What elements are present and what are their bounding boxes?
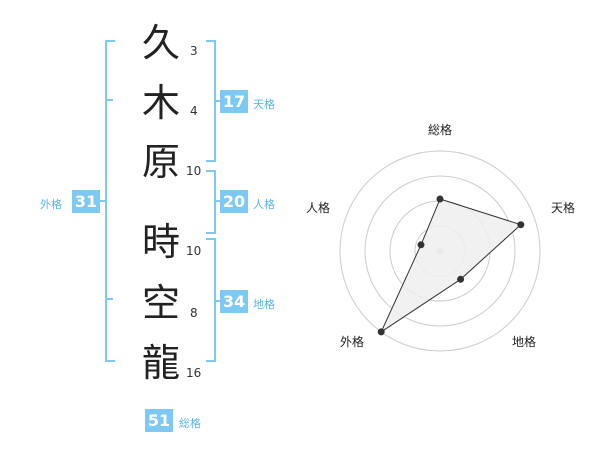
name-char-3: 原 — [141, 140, 180, 184]
gaikaku-bracket — [105, 40, 115, 362]
stroke-count-1: 3 — [190, 44, 198, 58]
radar-area — [380, 198, 522, 334]
name-char-4: 時 — [141, 220, 180, 264]
radar-axis-label-tenkaku: 天格 — [551, 200, 575, 215]
stroke-count-6: 16 — [186, 366, 202, 380]
soukaku-label: 総格 — [179, 417, 201, 430]
radar-ring — [364, 175, 516, 327]
gaikaku-tick-2 — [105, 298, 113, 300]
jinkaku-label: 人格 — [253, 198, 275, 211]
gaikaku-value: 31 — [72, 190, 100, 213]
radar-point-4 — [417, 241, 425, 249]
tenkaku-connector — [214, 100, 220, 102]
name-char-6: 龍 — [141, 341, 180, 385]
chikaku-value: 34 — [220, 290, 248, 313]
jinkaku-value: 20 — [220, 190, 248, 213]
radar-axis-label-chikaku: 地格 — [512, 334, 536, 349]
radar-point-1 — [517, 221, 525, 229]
name-char-2: 木 — [141, 81, 180, 125]
radar-point-0 — [436, 195, 444, 203]
radar-point-2 — [457, 275, 465, 283]
tenkaku-label: 天格 — [253, 98, 275, 111]
gaikaku-label: 外格 — [40, 198, 62, 211]
radar-ring — [339, 150, 541, 352]
stroke-count-2: 4 — [190, 104, 198, 118]
gaikaku-connector — [100, 200, 106, 202]
name-char-5: 空 — [141, 281, 180, 325]
jinkaku-bracket — [206, 170, 216, 234]
name-char-1: 久 — [141, 21, 180, 65]
chikaku-label: 地格 — [253, 298, 275, 311]
gaikaku-tick-1 — [105, 99, 113, 101]
jinkaku-connector — [214, 200, 220, 202]
soukaku-value: 51 — [145, 409, 173, 432]
stroke-count-5: 8 — [190, 306, 198, 320]
tenkaku-value: 17 — [220, 90, 248, 113]
radar-axis-label-jinkaku: 人格 — [306, 200, 330, 215]
radar-axis-label-soukaku: 総格 — [428, 122, 452, 137]
stroke-count-3: 10 — [186, 164, 202, 178]
chikaku-connector — [214, 300, 220, 302]
stroke-count-4: 10 — [186, 244, 202, 258]
radar-point-3 — [377, 328, 385, 336]
radar-axis-label-gaikaku: 外格 — [340, 334, 364, 349]
